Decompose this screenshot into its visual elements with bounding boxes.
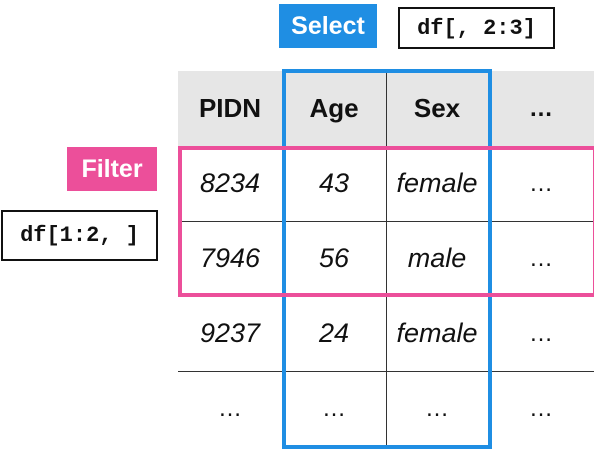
column-header-pidn: PIDN xyxy=(198,93,262,123)
filter-code-label: df[1:2, ] xyxy=(1,210,158,261)
column-header-sex: Sex xyxy=(413,93,461,123)
table-cell-r4-pidn: … xyxy=(218,394,242,422)
filter-rows-highlight xyxy=(178,146,594,297)
filter-label: Filter xyxy=(67,147,157,191)
table-cell-r4-age: … xyxy=(322,394,346,422)
table-cell-r1-pidn: 8234 xyxy=(199,168,261,198)
table-cell-r1-age: 43 xyxy=(318,168,350,198)
table-cell-r4-sex: … xyxy=(425,394,449,422)
table-cell-r4-more: … xyxy=(529,394,553,422)
table-cell-r1-more: … xyxy=(529,169,553,197)
column-divider xyxy=(386,71,387,446)
select-columns-highlight xyxy=(282,69,492,449)
table-cell-r3-more: … xyxy=(529,319,553,347)
select-code-label: df[, 2:3] xyxy=(398,7,555,49)
column-header-age: Age xyxy=(309,93,359,123)
table-cell-r3-pidn: 9237 xyxy=(199,318,261,348)
table-cell-r3-age: 24 xyxy=(318,318,350,348)
table-cell-r2-age: 56 xyxy=(318,243,350,273)
table-cell-r2-sex: male xyxy=(407,243,467,273)
table-cell-r3-sex: female xyxy=(396,318,478,348)
table-cell-r1-sex: female xyxy=(396,168,478,198)
table-cell-r2-more: … xyxy=(529,244,553,272)
table-cell-r2-pidn: 7946 xyxy=(199,243,261,273)
select-label: Select xyxy=(279,4,377,48)
column-header-more: … xyxy=(529,94,553,122)
